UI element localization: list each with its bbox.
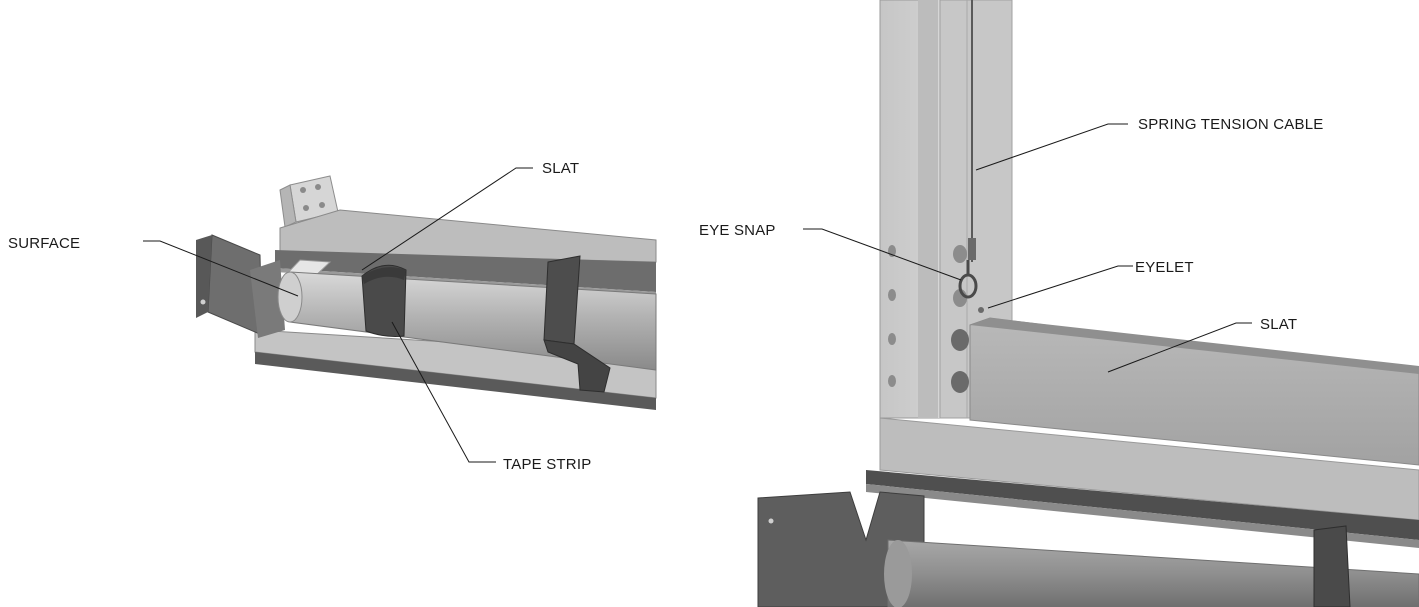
right-leader-lines — [803, 123, 1252, 373]
hinge-bracket — [279, 175, 339, 228]
end-bracket — [196, 234, 285, 338]
spring-tension-cable-label: SPRING TENSION CABLE — [1138, 116, 1324, 133]
left-leader-lines — [143, 167, 533, 463]
right-slat — [969, 317, 1419, 466]
surface-label: SURFACE — [8, 235, 81, 252]
spring-tension-cable — [968, 0, 976, 262]
strap-clip — [543, 255, 611, 393]
eyelet-label: EYELET — [1135, 259, 1194, 276]
eye-snap — [958, 260, 978, 299]
slat-label-right: SLAT — [1260, 316, 1298, 333]
tape-strip-label: TAPE STRIP — [503, 456, 592, 473]
bottom-strap — [1313, 525, 1351, 607]
eyelet — [978, 307, 984, 313]
bottom-bracket — [757, 491, 925, 607]
bottom-tube — [884, 539, 1419, 607]
tape-strip — [361, 264, 407, 337]
slat-label-left: SLAT — [542, 160, 580, 177]
lower-rail — [866, 417, 1419, 548]
eye-snap-label: EYE SNAP — [699, 222, 776, 239]
right-assembly-view — [757, 0, 1419, 607]
left-assembly-view — [143, 167, 657, 463]
